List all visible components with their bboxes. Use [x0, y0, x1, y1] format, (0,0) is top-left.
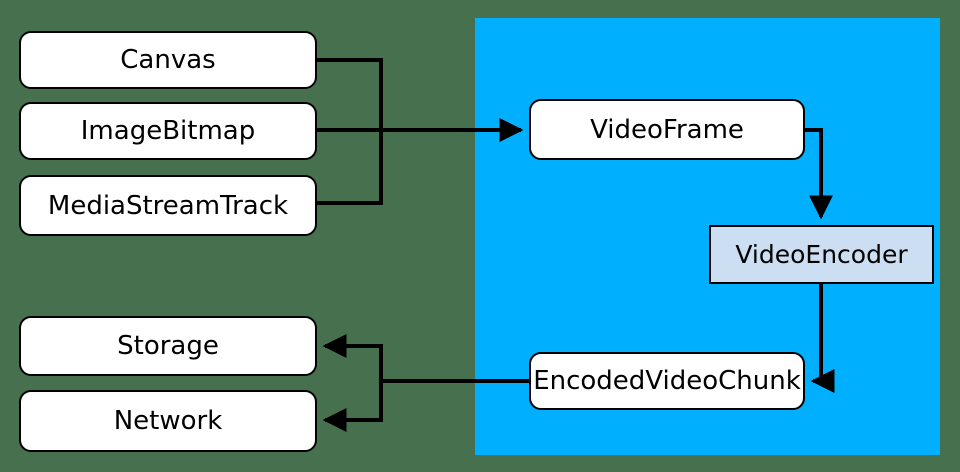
node-storage[interactable]: Storage — [19, 316, 317, 376]
node-storage-label: Storage — [117, 331, 219, 361]
edge-encodedvideochunk-to-storage — [322, 334, 383, 381]
node-video-encoder[interactable]: VideoEncoder — [709, 225, 934, 284]
node-media-stream-track[interactable]: MediaStreamTrack — [19, 175, 317, 236]
edge-videoframe-to-videoencoder — [805, 128, 833, 220]
node-image-bitmap[interactable]: ImageBitmap — [19, 102, 317, 160]
edge-videoencoder-to-encodedvideochunk — [810, 284, 835, 393]
edge-encodedvideochunk-to-network — [322, 381, 383, 432]
node-media-stream-track-label: MediaStreamTrack — [47, 190, 289, 221]
node-canvas[interactable]: Canvas — [19, 31, 317, 89]
edge-mediastreamtrack-to-videoframe — [317, 130, 383, 205]
edge-canvas-to-videoframe — [317, 58, 383, 130]
node-video-encoder-label: VideoEncoder — [735, 240, 908, 269]
node-canvas-label: Canvas — [120, 45, 216, 75]
node-video-frame-label: VideoFrame — [590, 114, 744, 145]
node-network-label: Network — [113, 406, 223, 436]
node-video-frame[interactable]: VideoFrame — [529, 99, 805, 160]
node-image-bitmap-label: ImageBitmap — [80, 116, 256, 146]
node-network[interactable]: Network — [19, 390, 317, 452]
node-encoded-video-chunk[interactable]: EncodedVideoChunk — [529, 352, 805, 410]
node-encoded-video-chunk-label: EncodedVideoChunk — [533, 366, 801, 396]
